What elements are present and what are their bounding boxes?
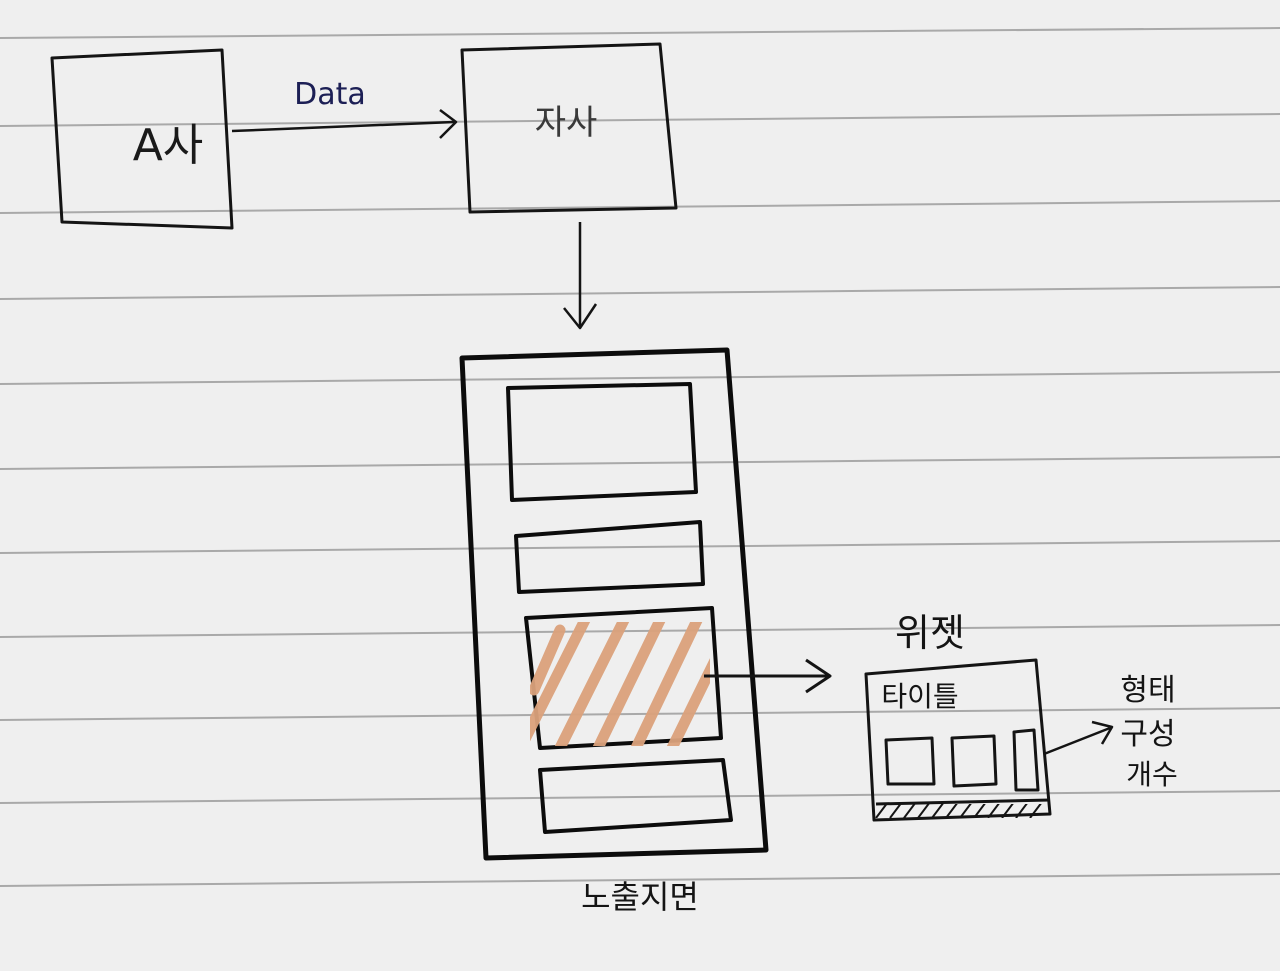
property-composition: 구성 xyxy=(1120,717,1175,752)
widget-title: 타이틀 xyxy=(881,680,958,713)
widget-arrowhead xyxy=(805,658,832,694)
to-widget-edge xyxy=(704,658,832,694)
widget-node: 위젯 타이틀 xyxy=(864,611,1052,822)
to-properties-edge xyxy=(1043,720,1114,756)
widget-properties: 형태 구성 개수 xyxy=(1120,673,1177,791)
widget-label: 위젯 xyxy=(895,611,965,655)
slot-1 xyxy=(506,382,698,502)
exposure-screen-label: 노출지면 xyxy=(581,878,699,916)
a-company-node: A사 xyxy=(50,48,234,230)
slot-2 xyxy=(514,520,705,594)
data-flow-edge: Data xyxy=(231,77,458,139)
down-arrowhead xyxy=(563,303,598,330)
highlight-hatching xyxy=(530,622,710,746)
a-company-label: A사 xyxy=(133,120,204,171)
data-flow-label: Data xyxy=(294,77,366,112)
slot-3-highlighted xyxy=(524,606,723,750)
widget-item-1 xyxy=(884,736,936,786)
notebook-rule-lines xyxy=(0,27,1280,887)
widget-item-3 xyxy=(1012,728,1040,792)
to-screen-edge xyxy=(563,222,598,330)
property-shape: 형태 xyxy=(1120,673,1175,708)
our-company-node: 자사 xyxy=(460,42,678,214)
exposure-screen-node: 노출지면 xyxy=(459,347,769,916)
our-company-label: 자사 xyxy=(535,103,598,143)
widget-footer-hatching xyxy=(875,804,1042,818)
slot-4 xyxy=(538,758,733,834)
properties-arrowhead xyxy=(1091,720,1114,745)
widget-item-2 xyxy=(950,734,998,788)
data-arrowhead xyxy=(439,109,458,139)
property-count: 개수 xyxy=(1126,758,1178,791)
